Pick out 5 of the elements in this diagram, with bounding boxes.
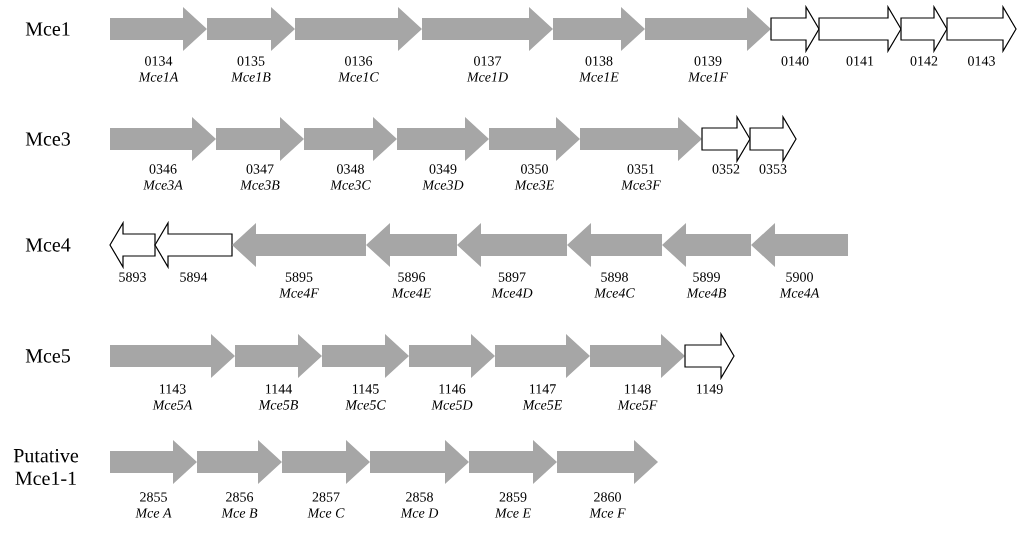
operon-label: Mce3 [25, 132, 70, 146]
operon-label: Mce5 [25, 349, 70, 363]
operon-label: Mce1 [25, 22, 70, 36]
operon-label: Putative Mce1-1 [13, 448, 79, 486]
operon-label: Mce4 [25, 238, 71, 252]
